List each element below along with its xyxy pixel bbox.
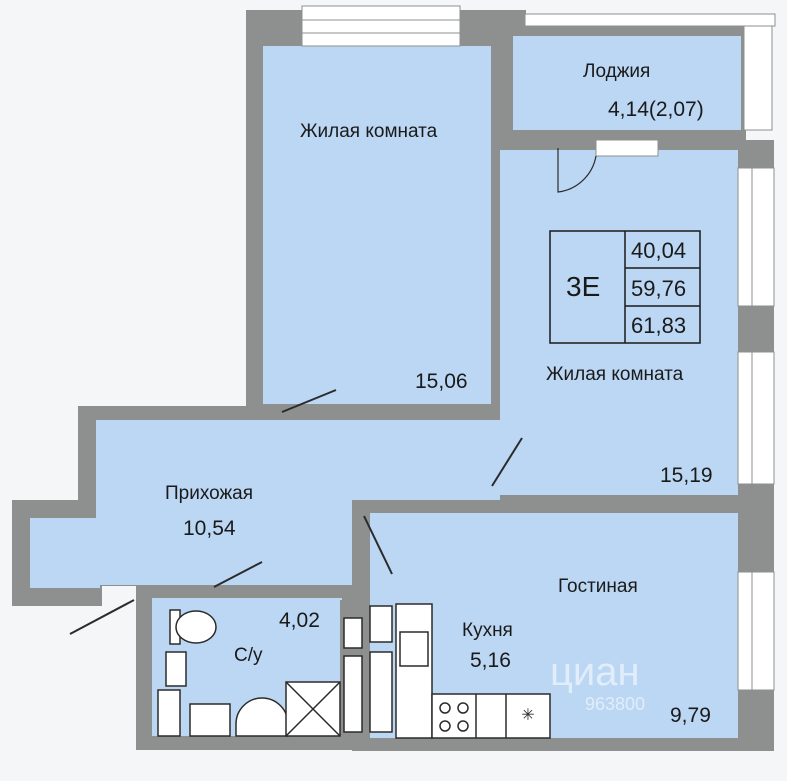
room-name-living-1: Жилая комната xyxy=(300,121,438,142)
area-total: 59,76 xyxy=(631,276,687,301)
floor-loggia xyxy=(513,36,741,130)
room-name-bathroom: С/у xyxy=(234,645,263,666)
bathroom-fixtures xyxy=(157,609,341,737)
room-area-living-room: 9,79 xyxy=(670,704,711,727)
room-area-kitchen: 5,16 xyxy=(470,649,511,672)
window-top xyxy=(301,5,461,47)
room-area-bathroom: 4,02 xyxy=(279,609,320,632)
toilet-bowl xyxy=(175,610,217,644)
floor-living-room-1 xyxy=(263,46,491,404)
balcony-door xyxy=(595,139,659,157)
watermark-number: 963800 xyxy=(585,694,646,714)
unit-code: 3E xyxy=(566,271,601,302)
room-name-living-room: Гостиная xyxy=(558,576,638,597)
doors xyxy=(69,148,597,635)
area-total-with-loggia: 61,83 xyxy=(631,313,687,338)
room-name-hall: Прихожая xyxy=(165,483,254,504)
area-living-total: 40,04 xyxy=(631,238,687,263)
cabinet-1 xyxy=(343,617,363,649)
counter-bottom xyxy=(431,693,551,739)
window-loggia xyxy=(524,13,776,27)
window-right-1 xyxy=(737,167,775,307)
window-right-2 xyxy=(737,351,775,485)
room-area-hall: 10,54 xyxy=(183,517,236,540)
floor-hall-main xyxy=(96,495,352,585)
window-loggia-side xyxy=(743,25,773,131)
area-table xyxy=(549,230,701,344)
windows xyxy=(301,5,776,691)
room-area-loggia: 4,14(2,07) xyxy=(608,98,704,121)
floor-hall-upper xyxy=(96,420,500,500)
cabinet-4 xyxy=(369,651,393,733)
burner-1 xyxy=(439,702,451,714)
kitchen-counter xyxy=(395,603,433,739)
room-area-living-1: 15,06 xyxy=(415,370,468,393)
room-name-living-2: Жилая комната xyxy=(546,364,684,385)
room-name-kitchen: Кухня xyxy=(462,620,513,641)
burner-3 xyxy=(439,720,451,732)
floor-hall-left xyxy=(30,518,100,588)
cabinet-2 xyxy=(343,655,363,733)
window-right-3 xyxy=(737,571,775,691)
watermark-brand: циан xyxy=(550,650,640,694)
burner-4 xyxy=(457,720,469,732)
washer xyxy=(165,651,187,687)
cabinet-3 xyxy=(369,605,393,643)
kitchen-fixtures xyxy=(343,603,551,739)
kitchen-sink xyxy=(399,631,429,667)
room-name-loggia: Лоджия xyxy=(583,61,651,82)
cabinet xyxy=(189,703,231,737)
fridge-icon: ✳ xyxy=(521,705,534,724)
burner-2 xyxy=(457,702,469,714)
boiler xyxy=(157,689,181,737)
room-area-living-2: 15,19 xyxy=(660,464,713,487)
